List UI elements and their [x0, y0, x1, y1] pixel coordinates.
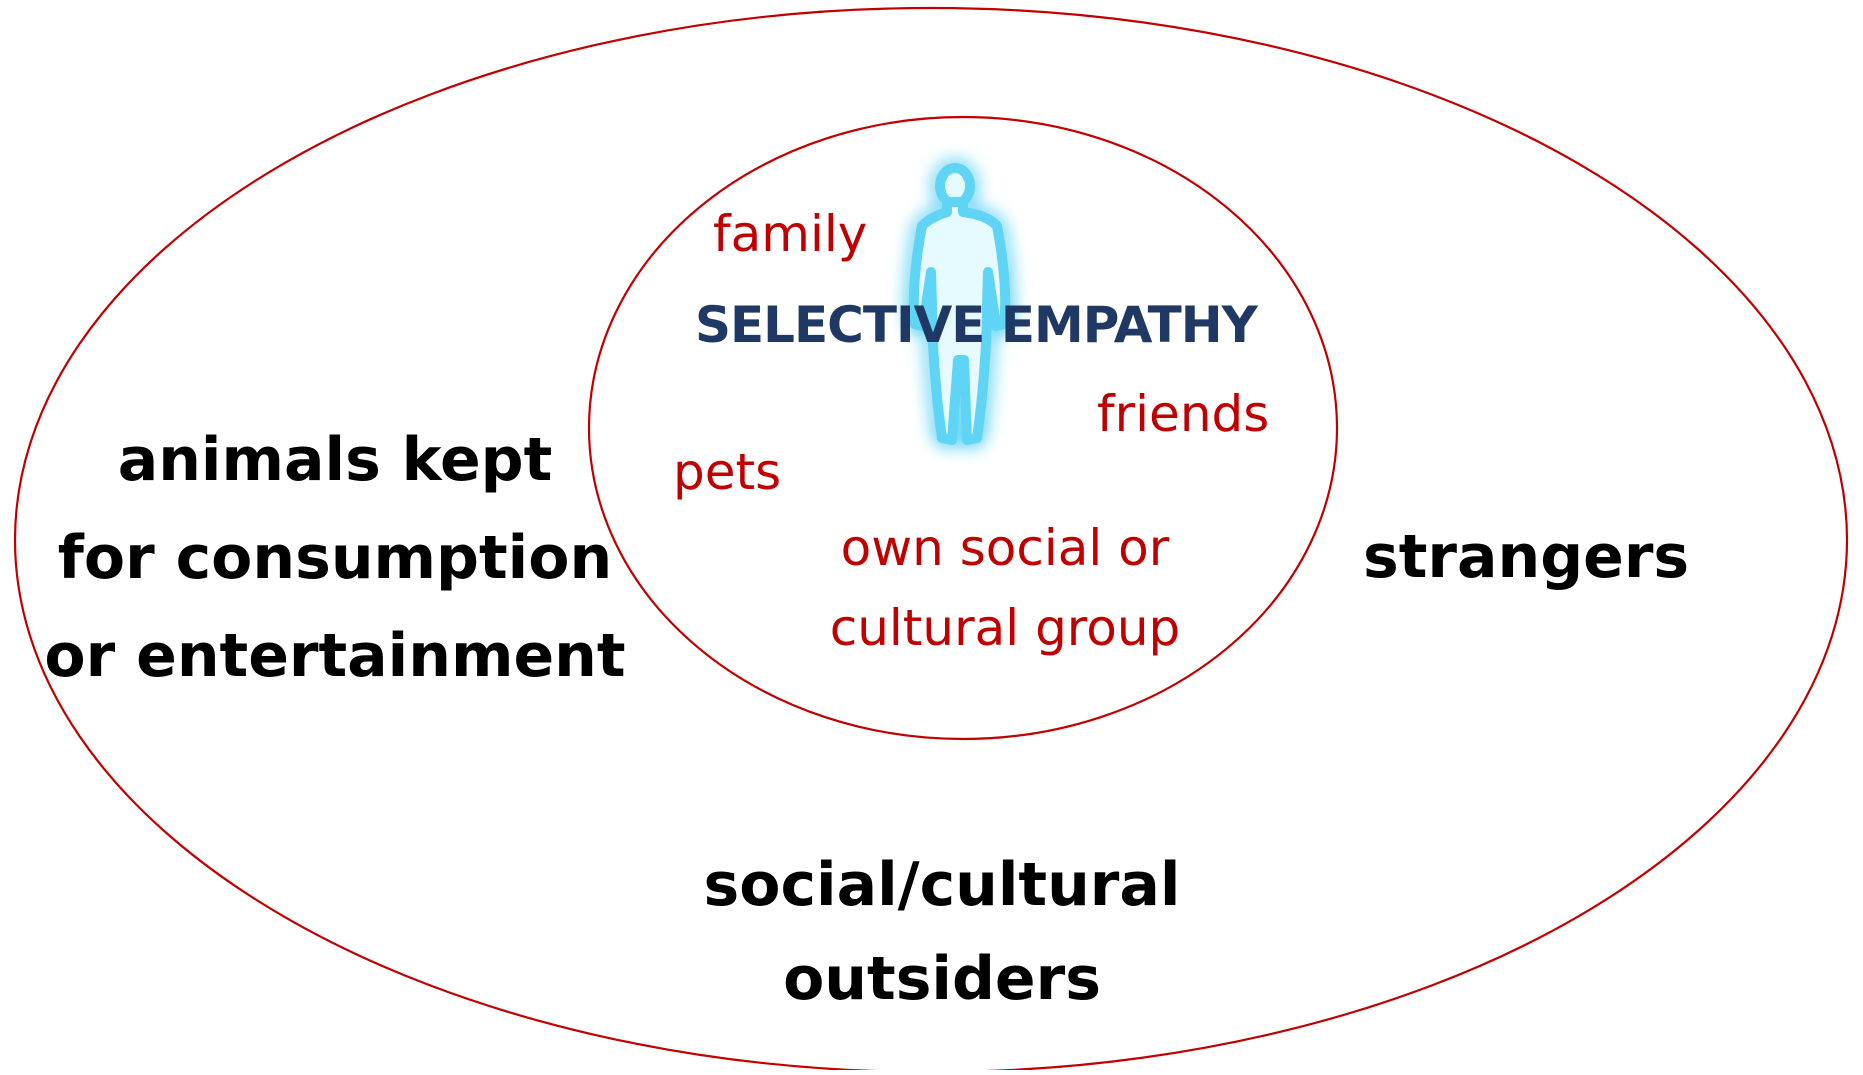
label-own-social-or-cultural-group: own social or cultural group: [815, 508, 1195, 668]
label-family: family: [713, 205, 868, 263]
inner-circle: [587, 115, 1339, 741]
own-group-line-2: cultural group: [829, 599, 1181, 657]
animals-line-1: animals kept: [117, 425, 553, 495]
own-group-line-1: own social or: [840, 519, 1170, 577]
label-strangers: strangers: [1363, 522, 1690, 592]
label-social-cultural-outsiders: social/cultural outsiders: [662, 838, 1222, 1026]
outsiders-line-2: outsiders: [783, 944, 1101, 1015]
label-pets: pets: [673, 443, 782, 501]
human-figure-icon: [908, 163, 1011, 445]
animals-line-3: or entertainment: [44, 620, 626, 691]
diagram-title: SELECTIVE EMPATHY: [695, 296, 1258, 354]
animals-line-2: for consumption: [57, 522, 613, 593]
label-friends: friends: [1097, 385, 1270, 443]
outsiders-line-1: social/cultural: [703, 850, 1181, 920]
label-animals-kept: animals kept for consumption or entertai…: [35, 412, 635, 705]
